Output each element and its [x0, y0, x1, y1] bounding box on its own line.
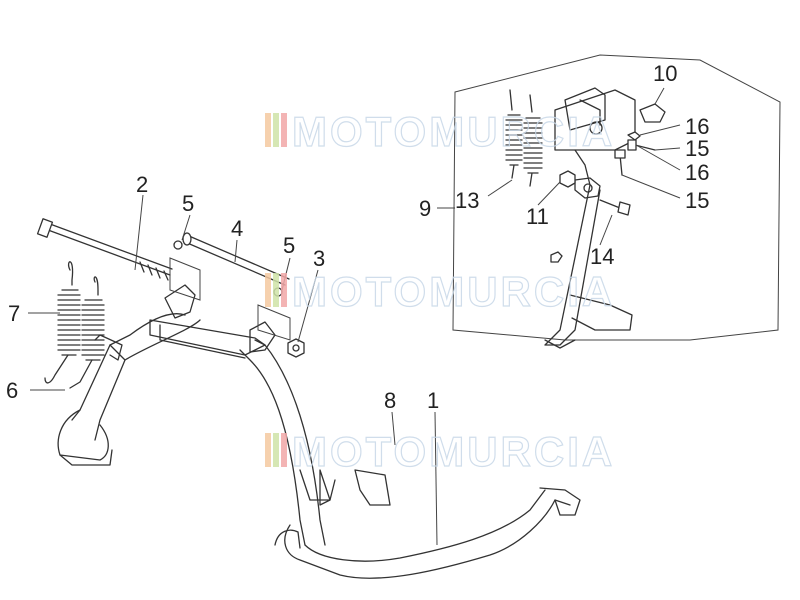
nut	[287, 338, 305, 358]
callout-14: 14	[590, 244, 614, 269]
watermark-bottom: MOTOMURCIA	[265, 427, 615, 476]
watermark-text-top: MOTOMURCIA	[292, 108, 615, 155]
callout-4: 4	[231, 216, 243, 241]
callout-11: 11	[526, 204, 549, 229]
callout-15-top: 15	[685, 136, 709, 161]
inset-panel	[452, 54, 781, 341]
center-stand	[57, 284, 581, 579]
callout-5-right: 5	[283, 233, 295, 258]
callout-10: 10	[653, 61, 677, 86]
long-bolt	[36, 218, 173, 281]
callout-8: 8	[384, 388, 396, 413]
clip-outline-right	[257, 304, 291, 341]
rod	[182, 232, 290, 286]
side-stand	[505, 87, 666, 349]
watermark-text-middle: MOTOMURCIA	[292, 268, 615, 315]
leader-lines	[28, 87, 681, 546]
wm-bar-3	[281, 113, 287, 147]
clip-left	[173, 240, 183, 250]
callout-1: 1	[427, 388, 439, 413]
callout-9: 9	[419, 196, 431, 221]
callout-5-left: 5	[182, 191, 194, 216]
watermark-middle: MOTOMURCIA	[265, 267, 615, 316]
callout-13: 13	[455, 188, 479, 213]
wm-bar-2	[273, 113, 279, 147]
watermark-text-bottom: MOTOMURCIA	[292, 428, 615, 475]
callout-6: 6	[6, 378, 18, 403]
watermark-top: MOTOMURCIA	[265, 107, 615, 156]
callout-7: 7	[8, 301, 20, 326]
callout-16-bottom: 16	[685, 160, 709, 185]
springs-left	[44, 261, 105, 389]
stopper	[299, 469, 336, 501]
clip-outline-left	[169, 257, 201, 301]
wm-bar-1	[265, 113, 271, 147]
callout-16-top: 16	[685, 114, 709, 139]
callout-15-bottom: 15	[685, 188, 709, 213]
callout-2: 2	[136, 172, 148, 197]
callout-3: 3	[313, 246, 325, 271]
